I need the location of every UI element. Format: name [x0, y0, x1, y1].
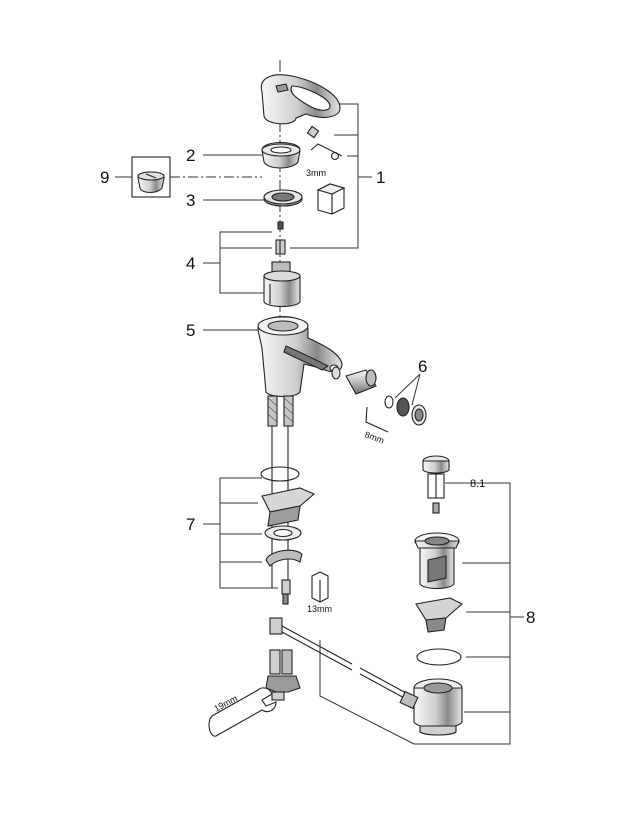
drain-body: [414, 532, 460, 590]
pop-up-plug: [422, 455, 450, 514]
mounting-set: [260, 466, 316, 605]
aerator-assembly: [331, 366, 427, 426]
callout-6: 6: [418, 357, 427, 376]
dim-13mm: 13mm: [307, 604, 332, 614]
dim-3mm: 3mm: [306, 168, 326, 178]
pop-up-rod: [269, 617, 409, 701]
wrench-19mm-icon: [208, 687, 277, 737]
lever-handle: [260, 74, 341, 125]
callout-8: 8: [526, 608, 535, 627]
hose-connectors: [265, 649, 301, 701]
set-screw: [306, 125, 340, 161]
cartridge: [263, 221, 301, 308]
allen-key-8mm-icon: [365, 406, 389, 433]
callout-1: 1: [376, 168, 385, 187]
callout-9: 9: [100, 168, 109, 187]
cartridge-nut: [263, 189, 303, 207]
hex-socket-tool: [316, 183, 346, 215]
callout-8-1: 8.1: [470, 478, 485, 490]
drain-tailpiece: [399, 678, 463, 736]
callout-3: 3: [186, 191, 195, 210]
cover-cap: [261, 141, 301, 169]
extension-insert: [131, 156, 171, 198]
hex-socket-13mm-icon: [311, 571, 329, 603]
callout-7: 7: [186, 515, 195, 534]
faucet-body: [257, 315, 343, 398]
allen-key-3mm-icon: [310, 143, 343, 157]
leader-lines: [115, 60, 524, 745]
drain-gasket-cone: [415, 597, 463, 633]
callout-2: 2: [186, 146, 195, 165]
callout-5: 5: [186, 321, 195, 340]
drain-o-ring: [416, 648, 462, 666]
callout-4: 4: [186, 254, 195, 273]
dim-8mm: 8mm: [363, 429, 385, 445]
